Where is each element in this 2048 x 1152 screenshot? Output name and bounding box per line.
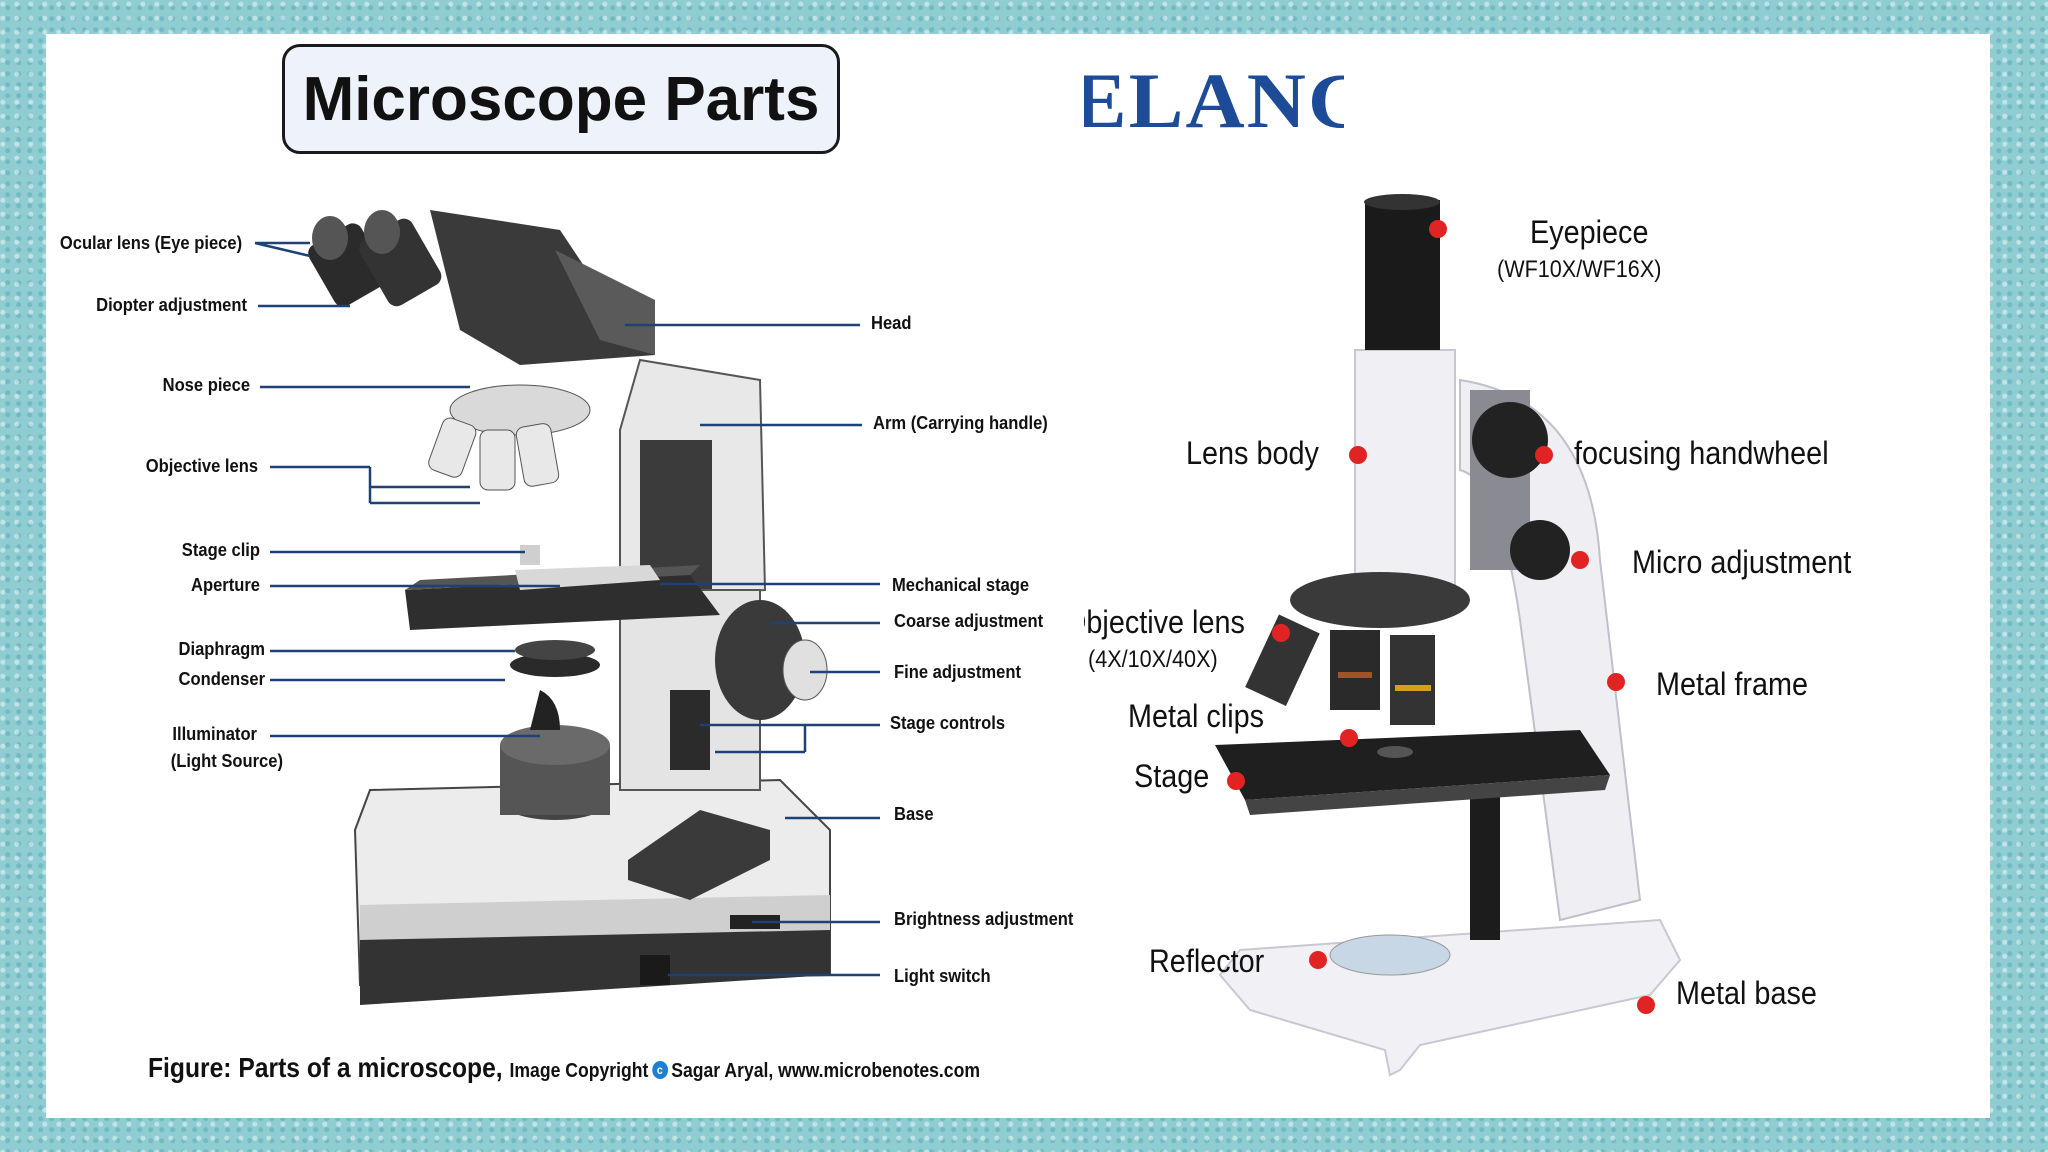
right-microscope-drawing bbox=[1215, 194, 1682, 1077]
label-nose-piece: Nose piece bbox=[162, 375, 250, 395]
label-lens-body: Lens body bbox=[1186, 435, 1319, 471]
label-condenser: Condenser bbox=[178, 669, 265, 689]
label-focusing-handwheel: focusing handwheel bbox=[1574, 435, 1829, 471]
label-objective-lens: Objective lens bbox=[145, 456, 258, 476]
brand-text: ELANG bbox=[1084, 57, 1344, 144]
label-coarse-adjustment: Coarse adjustment bbox=[894, 611, 1044, 631]
label-eyepiece: Eyepiece bbox=[1530, 214, 1649, 250]
label-metal-frame: Metal frame bbox=[1656, 666, 1809, 702]
label-metal-base: Metal base bbox=[1676, 975, 1817, 1011]
page-title: Microscope Parts bbox=[282, 44, 840, 154]
label-aperture: Aperture bbox=[190, 575, 260, 595]
label-brightness-adjustment: Brightness adjustment bbox=[894, 909, 1074, 929]
left-leader-lines bbox=[254, 241, 880, 977]
brand-logo: ELANG bbox=[1084, 56, 1344, 146]
label-eyepiece-spec: (WF10X/WF16X) bbox=[1497, 256, 1662, 283]
label-light-source: (Light Source) bbox=[170, 751, 283, 771]
caption-copyright-prefix: Image Copyright bbox=[509, 1060, 649, 1082]
figure-caption: Figure: Parts of a microscope, Image Cop… bbox=[148, 1052, 980, 1084]
label-objective-spec: (4X/10X/40X) bbox=[1088, 646, 1218, 673]
label-ocular-lens: Ocular lens (Eye piece) bbox=[59, 233, 242, 253]
objective-label-clip: Objective lens (4X/10X/40X) bbox=[1084, 604, 1284, 684]
label-illuminator: Illuminator bbox=[172, 724, 257, 744]
label-diopter-adjustment: Diopter adjustment bbox=[96, 295, 247, 315]
label-fine-adjustment: Fine adjustment bbox=[894, 662, 1021, 682]
copyright-icon: c bbox=[651, 1060, 668, 1079]
label-objective-lens-right: Objective lens bbox=[1084, 604, 1245, 640]
label-micro-adjustment: Micro adjustment bbox=[1632, 544, 1852, 580]
right-marker-dots bbox=[1227, 220, 1655, 1014]
label-diaphragm: Diaphragm bbox=[178, 639, 265, 659]
caption-main: Figure: Parts of a microscope, bbox=[148, 1052, 503, 1083]
label-head: Head bbox=[871, 313, 912, 333]
label-base: Base bbox=[894, 804, 934, 824]
label-stage: Stage bbox=[1134, 758, 1210, 794]
label-stage-controls: Stage controls bbox=[890, 713, 1006, 733]
label-metal-clips: Metal clips bbox=[1128, 698, 1265, 734]
label-mechanical-stage: Mechanical stage bbox=[892, 575, 1030, 595]
label-light-switch: Light switch bbox=[894, 966, 991, 986]
label-reflector: Reflector bbox=[1149, 943, 1265, 979]
label-arm: Arm (Carrying handle) bbox=[873, 413, 1048, 433]
left-microscope-drawing bbox=[308, 210, 831, 1005]
caption-copyright-rest: Sagar Aryal, www.microbenotes.com bbox=[671, 1060, 980, 1082]
label-stage-clip: Stage clip bbox=[181, 540, 260, 560]
